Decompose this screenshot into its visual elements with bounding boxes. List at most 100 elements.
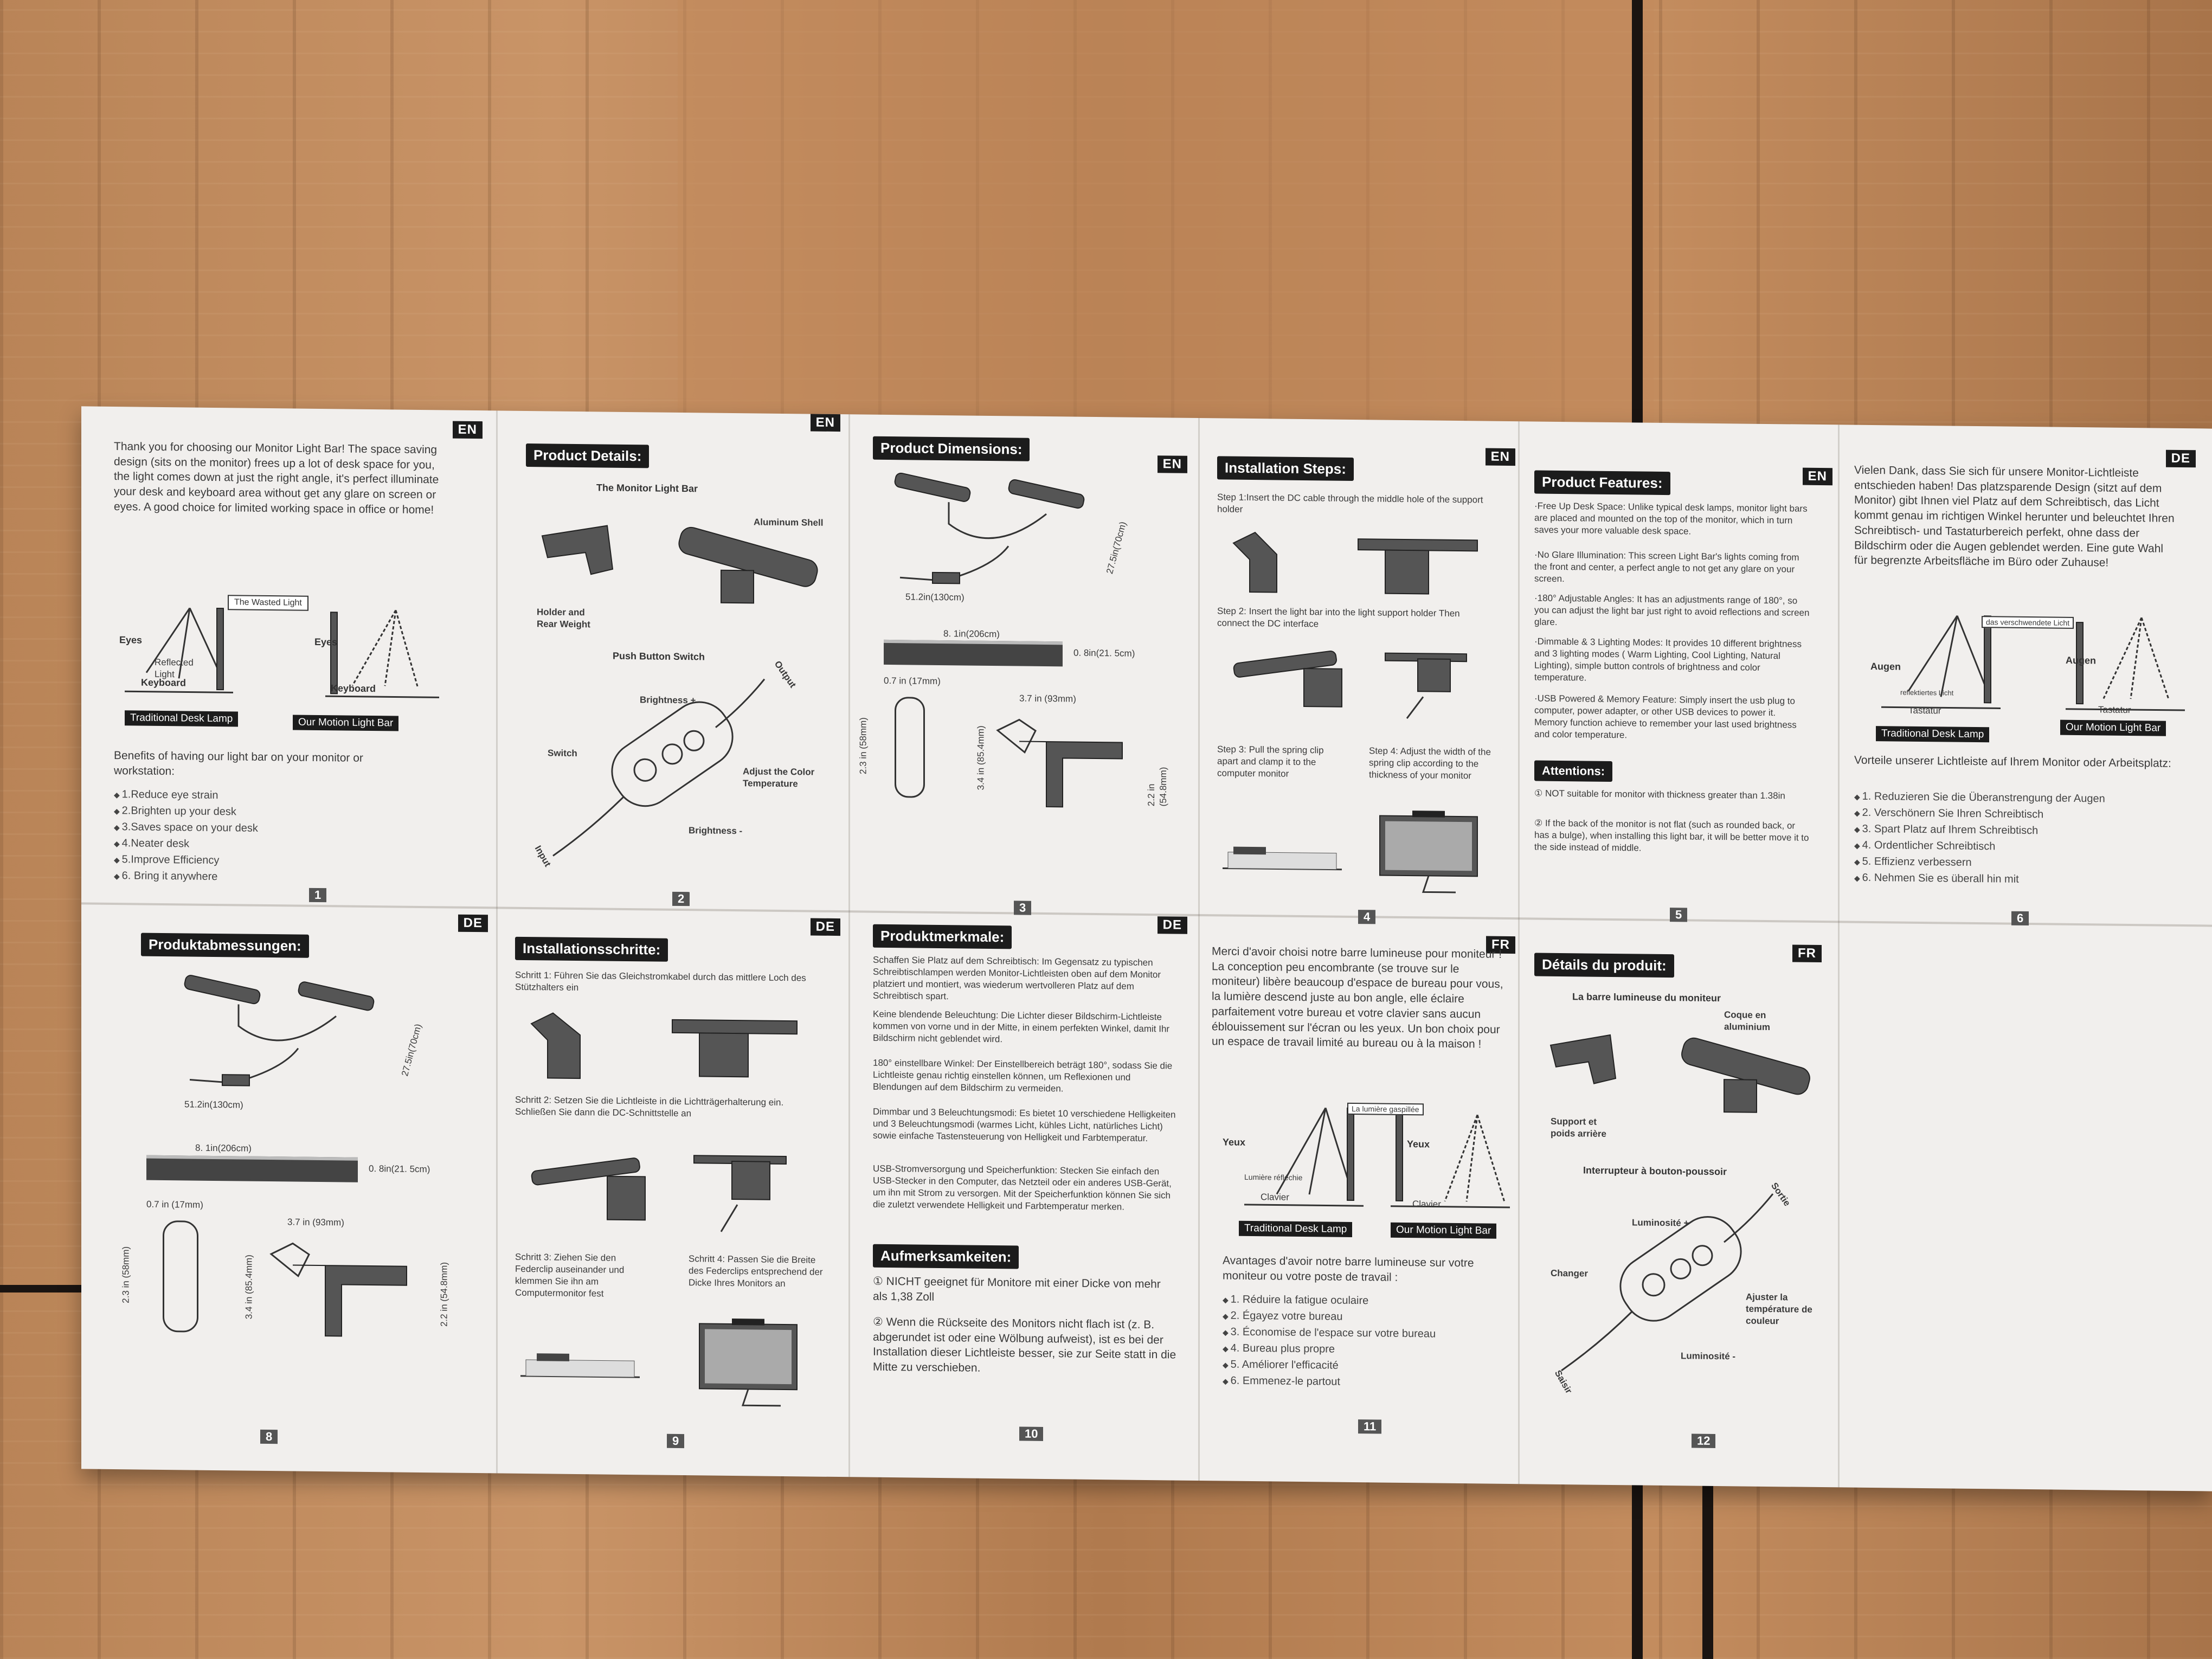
page-number: 2	[672, 891, 690, 906]
traditional-lamp-caption: Traditional Desk Lamp	[1876, 726, 1990, 743]
push-button-title: Interrupteur à bouton-poussoir	[1583, 1165, 1727, 1178]
bar-side-view	[146, 1155, 358, 1182]
cable-length-label: 51.2in(130cm)	[905, 591, 964, 603]
brightness-minus-label: Brightness -	[689, 825, 743, 837]
attentions-header: Attentions:	[1534, 760, 1613, 782]
feature-item: Dimmbar und 3 Beleuchtungsmodi: Es biete…	[873, 1106, 1176, 1144]
page-number: 11	[1358, 1419, 1382, 1434]
step-3-text: Schritt 3: Ziehen Sie den Federclip ause…	[515, 1251, 625, 1299]
traditional-lamp-caption: Traditional Desk Lamp	[1239, 1220, 1353, 1237]
panel-8-dimensions-de: DE Produktabmessungen: 51.2in(130cm) 27.…	[81, 910, 493, 1457]
eyes-label: Eyes	[119, 634, 143, 646]
step-3-illustration	[1223, 846, 1342, 871]
cable-length-label: 51.2in(130cm)	[184, 1099, 243, 1110]
panel-4-installation-en: EN Installation Steps: Step 1:Insert the…	[1212, 440, 1515, 924]
eyes-label: Augen	[2066, 654, 2096, 666]
panel-1-intro-en: EN Thank you for choosing our Monitor Li…	[103, 417, 483, 903]
list-item: 5. Améliorer l'efficacité	[1223, 1356, 1436, 1374]
push-button-switch-illustration	[552, 678, 766, 857]
lang-badge: EN	[1157, 455, 1187, 473]
light-bar-cable-illustration	[184, 975, 375, 1086]
section-header: Détails du produit:	[1534, 953, 1674, 978]
switch-height-label: 2.3 in (58mm)	[120, 1246, 131, 1303]
bar-length-label: 8. 1in(206cm)	[943, 628, 1000, 640]
attention-item: ② If the back of the monitor is not flat…	[1534, 818, 1809, 853]
list-item: 4. Bureau plus propre	[1223, 1340, 1436, 1358]
section-header: Produktmerkmale:	[873, 924, 1012, 949]
eyes-label: Yeux	[1407, 1139, 1430, 1150]
list-item: 6. Emmenez-le partout	[1223, 1372, 1436, 1391]
switch-label: Changer	[1551, 1268, 1588, 1279]
holder-width-label: 3.7 in (93mm)	[287, 1217, 344, 1228]
list-item: 2. Égayez votre bureau	[1223, 1307, 1436, 1326]
keyboard-label: Keyboard	[331, 683, 376, 695]
eyes-label: Augen	[1870, 660, 1901, 672]
subtitle: La barre lumineuse du moniteur	[1572, 991, 1721, 1004]
holder-height-label: 3.4 in (85.4mm)	[243, 1255, 254, 1320]
feature-item: ·Free Up Desk Space: Unlike typical desk…	[1534, 500, 1808, 537]
step-2-illustration	[531, 1155, 787, 1232]
aluminum-shell-label: Aluminum Shell	[754, 517, 824, 528]
panel-11-intro-fr: FR Merci d'avoir choisi notre barre lumi…	[1206, 933, 1515, 1446]
feature-item: Keine blendende Beleuchtung: Die Lichter…	[873, 1008, 1170, 1045]
benefits-list: 1. Réduire la fatigue oculaire 2. Égayez…	[1223, 1291, 1436, 1391]
section-header: Product Dimensions:	[873, 436, 1030, 461]
lamp-comparison-illustration	[1244, 1107, 1510, 1208]
list-item: 2.Brighten up your desk	[114, 802, 258, 820]
panel-2-product-details-en: EN Product Details: The Monitor Light Ba…	[515, 411, 840, 906]
step-1-illustration	[530, 1012, 798, 1079]
page-number: 3	[1014, 901, 1032, 915]
feature-item: 180° einstellbare Winkel: Der Einstellbe…	[873, 1057, 1173, 1094]
panel-12-product-details-fr: FR Détails du produit: La barre lumineus…	[1529, 942, 1832, 1455]
light-bar-illustration	[541, 525, 818, 604]
list-item: 5. Effizienz verbessern	[1854, 853, 2105, 872]
keyboard-label: Tastatur	[2098, 704, 2131, 716]
step-4-text: Step 4: Adjust the width of the spring c…	[1369, 745, 1491, 781]
holder-label: Support et poids arrière	[1551, 1116, 1606, 1139]
list-item: 6. Nehmen Sie es überall hin mit	[1854, 870, 2105, 889]
lang-badge: FR	[1792, 944, 1822, 963]
switch-width-label: 0.7 in (17mm)	[146, 1199, 203, 1210]
list-item: 6. Bring it anywhere	[114, 867, 258, 885]
reflected-light-label: reflektiertes Licht	[1900, 688, 1954, 697]
lang-badge: DE	[810, 918, 840, 936]
wasted-light-label: The Wasted Light	[228, 595, 308, 611]
step-1-text: Schritt 1: Führen Sie das Gleichstromkab…	[515, 969, 806, 993]
section-header: Installation Steps:	[1217, 456, 1354, 481]
lang-badge: EN	[1485, 448, 1515, 466]
keyboard-label: Tastatur	[1908, 705, 1941, 716]
color-temp-label: Ajuster la température de couleur	[1746, 1291, 1812, 1327]
holder-dimension-drawing	[996, 718, 1123, 808]
list-item: 3. Spart Platz auf Ihrem Schreibtisch	[1854, 821, 2105, 840]
reflected-light-label: Lumière réfléchie	[1244, 1172, 1303, 1182]
attentions-header: Aufmerksamkeiten:	[873, 1244, 1019, 1269]
keyboard-label: Clavier	[1261, 1192, 1289, 1203]
section-header: Product Features:	[1534, 470, 1670, 496]
switch-label: Switch	[548, 748, 577, 759]
keyboard-label: Keyboard	[141, 677, 187, 689]
wasted-light-label: La lumière gaspillée	[1347, 1102, 1424, 1116]
lang-badge: EN	[1802, 467, 1832, 486]
step-3-illustration	[520, 1353, 640, 1378]
light-bar-caption: Our Motion Light Bar	[2060, 719, 2166, 736]
step-4-monitor-illustration	[1379, 811, 1478, 893]
feature-item: ·USB Powered & Memory Feature: Simply in…	[1534, 693, 1797, 741]
section-header: Produktabmessungen:	[141, 933, 309, 958]
page-number: 9	[667, 1433, 685, 1449]
switch-dimension-drawing	[895, 697, 925, 798]
step-1-illustration	[1232, 531, 1478, 595]
panel-9-installation-de: DE Installationsschritte: Schritt 1: Füh…	[504, 915, 840, 1450]
push-button-switch-illustration	[1561, 1193, 1774, 1372]
switch-height-label: 2.3 in (58mm)	[858, 717, 869, 775]
list-item: 1. Réduire la fatigue oculaire	[1223, 1291, 1436, 1309]
lang-badge: DE	[2165, 449, 2196, 468]
page-number: 8	[260, 1429, 278, 1444]
holder-label: Holder and Rear Weight	[537, 607, 590, 630]
step-1-text: Step 1:Insert the DC cable through the m…	[1217, 492, 1483, 515]
list-item: 3. Économise de l'espace sur votre burea…	[1223, 1323, 1436, 1342]
list-item: 4.Neater desk	[114, 835, 258, 853]
keyboard-label: Clavier	[1412, 1199, 1441, 1210]
page-number: 6	[2011, 911, 2029, 926]
traditional-lamp-caption: Traditional Desk Lamp	[125, 710, 239, 727]
brightness-plus-label: Brightness +	[640, 695, 696, 706]
